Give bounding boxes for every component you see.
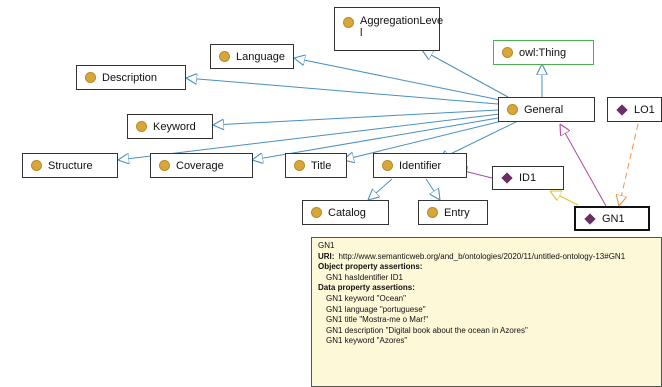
edge-gn1-hasidentifier-id1 — [550, 191, 579, 206]
node-language[interactable]: Language — [210, 44, 294, 69]
node-label: Language — [236, 50, 285, 63]
node-keyword[interactable]: Keyword — [127, 114, 213, 139]
node-catalog[interactable]: Catalog — [302, 200, 389, 225]
node-gn1[interactable]: GN1 — [574, 206, 650, 231]
edge-identifier-catalog — [368, 178, 393, 200]
individual-icon — [616, 103, 628, 116]
node-description[interactable]: Description — [76, 65, 186, 90]
edge-lo1-gn1 — [619, 123, 639, 206]
class-icon — [159, 160, 170, 171]
node-label: Structure — [48, 159, 93, 172]
tooltip-data-assertion: GN1 language "portuguese" — [326, 304, 426, 314]
tooltip-uri-value[interactable]: http://www.semanticweb.org/and_b/ontolog… — [338, 251, 626, 261]
class-icon — [382, 160, 393, 171]
tooltip-object-header: Object property assertions: — [318, 262, 423, 272]
node-owl-thing[interactable]: owl:Thing — [493, 40, 594, 65]
node-label: GN1 — [602, 212, 625, 225]
node-structure[interactable]: Structure — [22, 153, 118, 178]
node-id1[interactable]: ID1 — [492, 166, 564, 190]
edge-general-keyword — [213, 109, 499, 125]
node-title[interactable]: Title — [285, 153, 347, 178]
individual-tooltip: GN1 URI: http://www.semanticweb.org/and_… — [311, 237, 662, 387]
tooltip-data-assertion: GN1 keyword "Ocean" — [326, 293, 406, 303]
class-icon — [85, 72, 96, 83]
edge-general-title — [343, 118, 511, 160]
node-label: Entry — [444, 206, 470, 219]
edge-gn1-general — [560, 124, 607, 207]
node-identifier[interactable]: Identifier — [373, 153, 467, 178]
tooltip-uri-label: URI: — [318, 251, 335, 261]
class-icon — [507, 104, 518, 115]
tooltip-data-assertion: GN1 description "Digital book about the … — [326, 325, 528, 335]
node-lo1[interactable]: LO1 — [607, 97, 662, 122]
edge-general-language — [294, 58, 501, 101]
edge-general-coverage — [252, 116, 505, 160]
class-icon — [311, 207, 322, 218]
individual-icon — [501, 172, 513, 184]
node-label: Title — [311, 159, 332, 172]
node-label: Keyword — [153, 120, 196, 133]
node-label: General — [524, 103, 564, 116]
edge-general-description — [186, 78, 499, 105]
tooltip-title: GN1 — [318, 241, 335, 250]
class-icon — [294, 160, 305, 171]
node-entry[interactable]: Entry — [418, 200, 488, 225]
class-icon — [136, 121, 147, 132]
node-coverage[interactable]: Coverage — [150, 153, 253, 178]
class-icon — [31, 160, 42, 171]
node-aggregation-level[interactable]: AggregationLeve l — [334, 7, 444, 51]
class-icon — [502, 47, 513, 58]
node-label: Description — [102, 71, 158, 84]
tooltip-uri-row: URI: http://www.semanticweb.org/and_b/on… — [318, 252, 655, 263]
edge-identifier-entry — [425, 178, 440, 200]
node-label: Coverage — [176, 159, 224, 172]
edge-general-aggregationlevel — [422, 50, 509, 98]
tooltip-data-assertion: GN1 title "Mostra-me o Mar!" — [326, 315, 429, 325]
class-icon — [343, 17, 354, 28]
node-label: Identifier — [399, 159, 442, 172]
node-label: AggregationLeve l — [360, 15, 444, 39]
tooltip-data-assertion: GN1 keyword "Azores" — [326, 336, 408, 346]
node-general[interactable]: General — [498, 97, 595, 122]
node-label: ID1 — [519, 172, 537, 184]
edge-general-structure — [118, 113, 501, 160]
node-label: owl:Thing — [519, 46, 567, 59]
individual-icon — [584, 212, 596, 225]
node-label: LO1 — [634, 103, 655, 116]
tooltip-object-assertion: GN1 hasIdentifier ID1 — [326, 272, 403, 282]
node-label: Catalog — [328, 206, 366, 219]
class-icon — [219, 51, 230, 62]
class-icon — [427, 207, 438, 218]
tooltip-data-header: Data property assertions: — [318, 283, 415, 293]
